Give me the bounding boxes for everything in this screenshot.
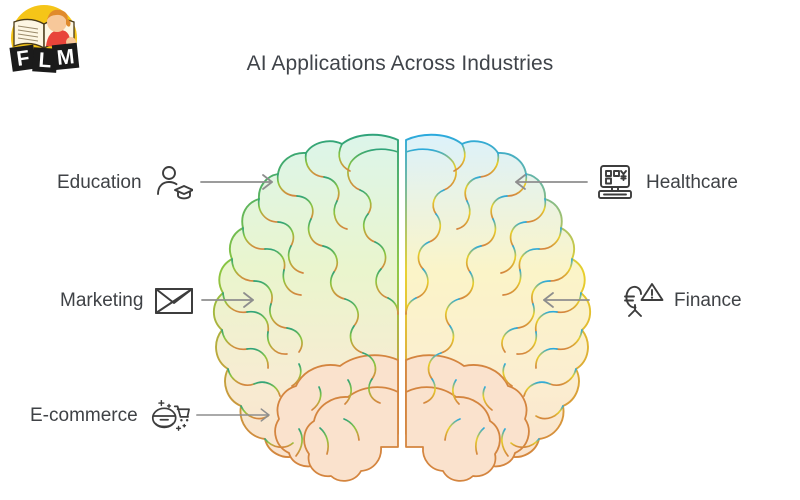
logo-letter-f: F bbox=[15, 46, 31, 71]
node-education-label: Education bbox=[57, 171, 142, 193]
node-marketing[interactable]: Marketing bbox=[60, 274, 279, 326]
arrow-right-icon bbox=[201, 288, 279, 312]
arrow-right-icon bbox=[199, 170, 278, 194]
arrow-left-icon bbox=[538, 288, 616, 312]
node-healthcare-label: Healthcare bbox=[646, 171, 738, 193]
logo-child bbox=[46, 9, 76, 48]
envelope-icon bbox=[153, 279, 195, 321]
arrow-right-icon bbox=[195, 403, 274, 427]
brain-left-hemisphere bbox=[212, 133, 399, 482]
currency-warning-icon bbox=[622, 279, 664, 321]
node-ecommerce[interactable]: E-commerce bbox=[30, 389, 274, 441]
node-healthcare[interactable]: Healthcare bbox=[510, 156, 738, 208]
vr-headset-cart-icon bbox=[148, 394, 190, 436]
flm-logo: F L M bbox=[4, 2, 82, 80]
node-ecommerce-label: E-commerce bbox=[30, 404, 138, 426]
person-graduate-icon bbox=[152, 161, 194, 203]
node-education[interactable]: Education bbox=[57, 156, 278, 208]
logo-letter-tiles: F L M bbox=[9, 42, 80, 73]
node-finance-label: Finance bbox=[674, 289, 742, 311]
brain-right-hemisphere bbox=[405, 133, 592, 482]
node-finance[interactable]: Finance bbox=[538, 274, 742, 326]
node-marketing-label: Marketing bbox=[60, 289, 144, 311]
logo-letter-m: M bbox=[56, 45, 76, 70]
logo-letter-l: L bbox=[38, 49, 53, 73]
arrow-left-icon bbox=[510, 170, 588, 194]
page-title: AI Applications Across Industries bbox=[246, 52, 554, 75]
desktop-monitor-icon bbox=[594, 161, 636, 203]
flm-logo-svg: F L M bbox=[9, 5, 80, 73]
